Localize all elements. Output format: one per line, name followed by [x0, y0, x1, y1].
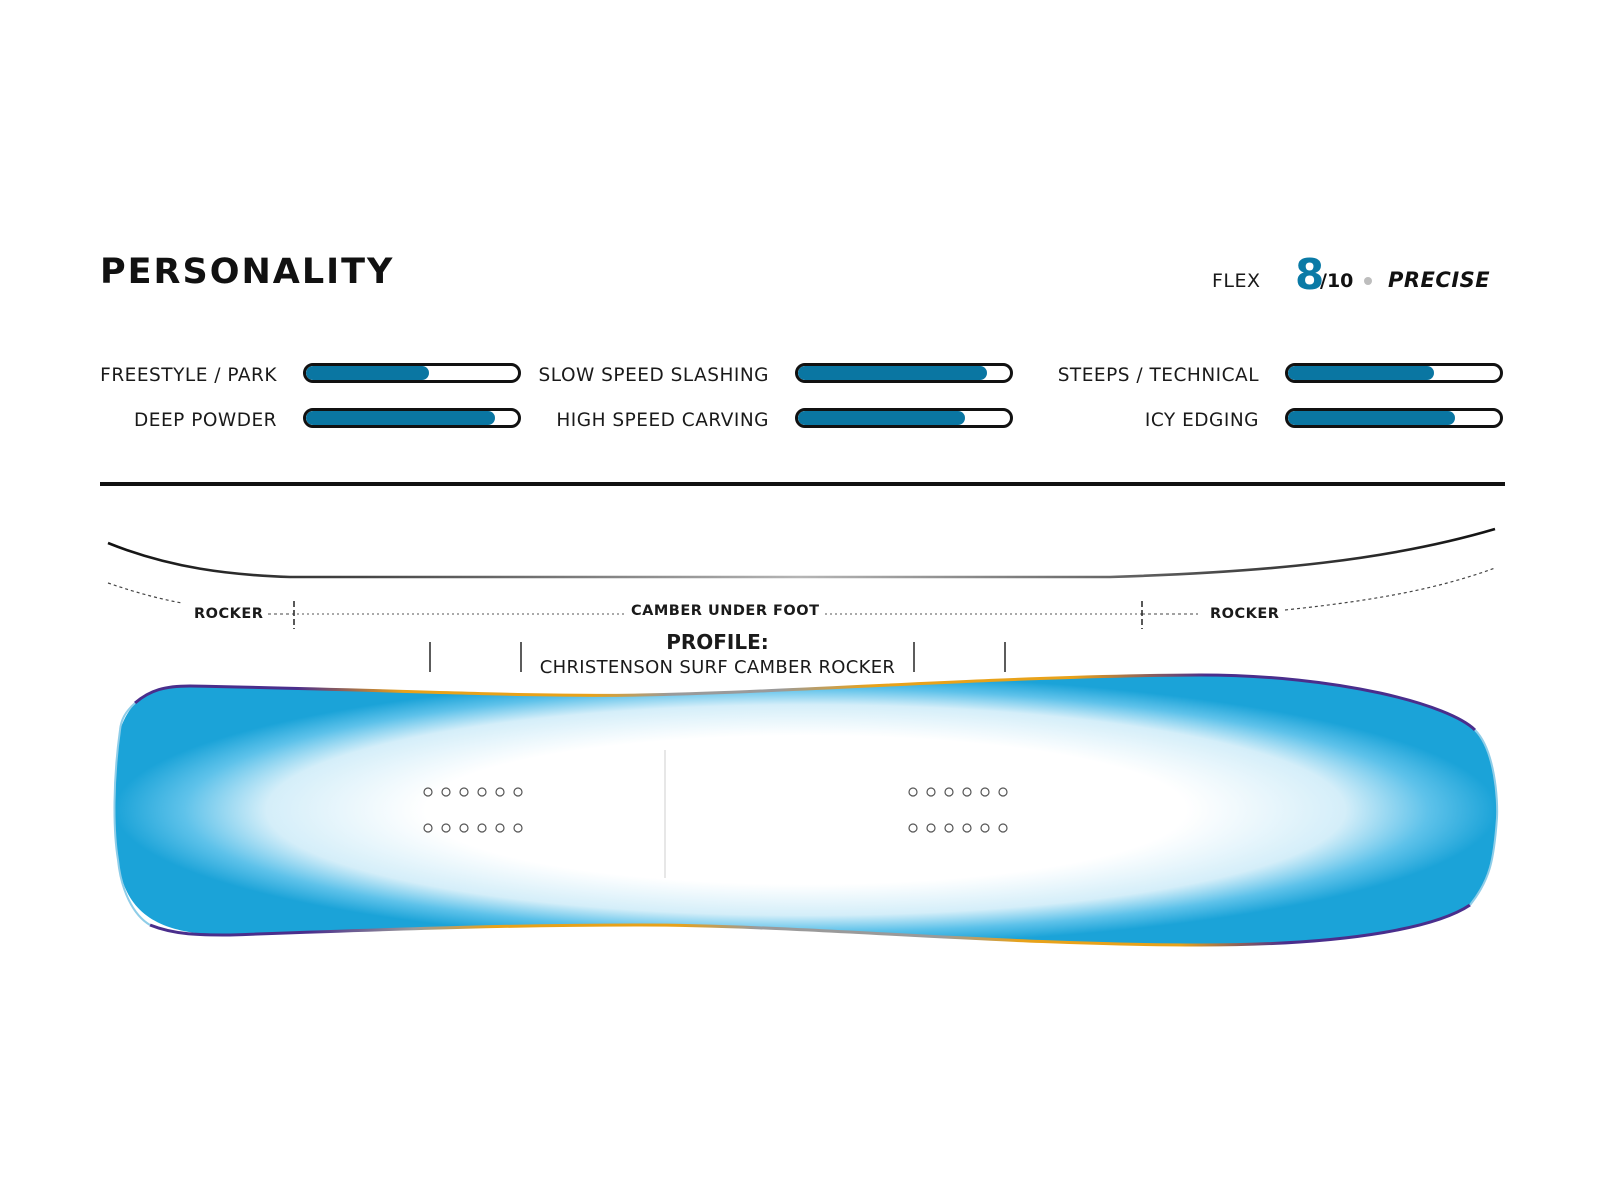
insert-hole [962, 823, 972, 833]
rating-bar [1285, 363, 1503, 383]
profile-name: CHRISTENSON SURF CAMBER ROCKER [539, 657, 896, 678]
insert-hole [423, 787, 433, 797]
rating-bar [795, 408, 1013, 428]
insert-hole [513, 823, 523, 833]
insert-hole [459, 823, 469, 833]
rocker-left-dashed [107, 582, 183, 604]
rocker-right-dashed [1284, 567, 1496, 611]
rating-bar-fill [306, 411, 495, 425]
flex-value: 8 [1295, 250, 1325, 299]
page-title: PERSONALITY [100, 252, 395, 292]
insert-hole [908, 823, 918, 833]
insert-hole [926, 823, 936, 833]
rating-bar [795, 363, 1013, 383]
rating-label: SLOW SPEED SLASHING [538, 365, 769, 386]
section-divider [100, 482, 1505, 486]
rocker-right-label: ROCKER [1206, 606, 1284, 622]
rating-bar-fill [798, 366, 987, 380]
insert-hole [908, 787, 918, 797]
rating-bar-fill [306, 366, 429, 380]
rating-label: HIGH SPEED CARVING [556, 410, 769, 431]
rating-bar-fill [1288, 366, 1435, 380]
insert-hole [980, 787, 990, 797]
rating-bar-fill [798, 411, 966, 425]
insert-hole [944, 823, 954, 833]
insert-hole [441, 787, 451, 797]
board-tail-outline [113, 702, 151, 926]
rating-bar [303, 363, 521, 383]
board-top-edge [134, 673, 1477, 732]
rating-label: FREESTYLE / PARK [100, 365, 277, 386]
rating-label: STEEPS / TECHNICAL [1057, 365, 1259, 386]
insert-hole [441, 823, 451, 833]
flex-label: FLEX [1212, 270, 1261, 292]
binding-inserts [423, 787, 1008, 833]
insert-hole [459, 787, 469, 797]
separator-dot-icon [1364, 277, 1372, 285]
insert-hole [926, 787, 936, 797]
camber-label: CAMBER UNDER FOOT [627, 603, 824, 619]
rating-label: DEEP POWDER [134, 410, 277, 431]
insert-hole [495, 787, 505, 797]
insert-hole [944, 787, 954, 797]
rating-bar-fill [1288, 411, 1456, 425]
rating-bar [303, 408, 521, 428]
insert-hole [477, 787, 487, 797]
board-nose-outline [1469, 729, 1499, 906]
board-top-view [114, 675, 1498, 945]
insert-hole [962, 787, 972, 797]
rating-label: ICY EDGING [1144, 410, 1259, 431]
insert-hole [423, 823, 433, 833]
insert-hole [495, 823, 505, 833]
insert-hole [980, 823, 990, 833]
insert-hole [513, 787, 523, 797]
flex-max: /10 [1320, 270, 1354, 292]
profile-curve [107, 527, 1496, 579]
insert-hole [998, 823, 1008, 833]
insert-hole [998, 787, 1008, 797]
profile-title: PROFILE: [666, 630, 769, 654]
insert-hole [477, 823, 487, 833]
rating-bar [1285, 408, 1503, 428]
rocker-left-label: ROCKER [190, 606, 268, 622]
flex-descriptor: PRECISE [1388, 268, 1491, 292]
board-bottom-edge [149, 903, 1471, 947]
